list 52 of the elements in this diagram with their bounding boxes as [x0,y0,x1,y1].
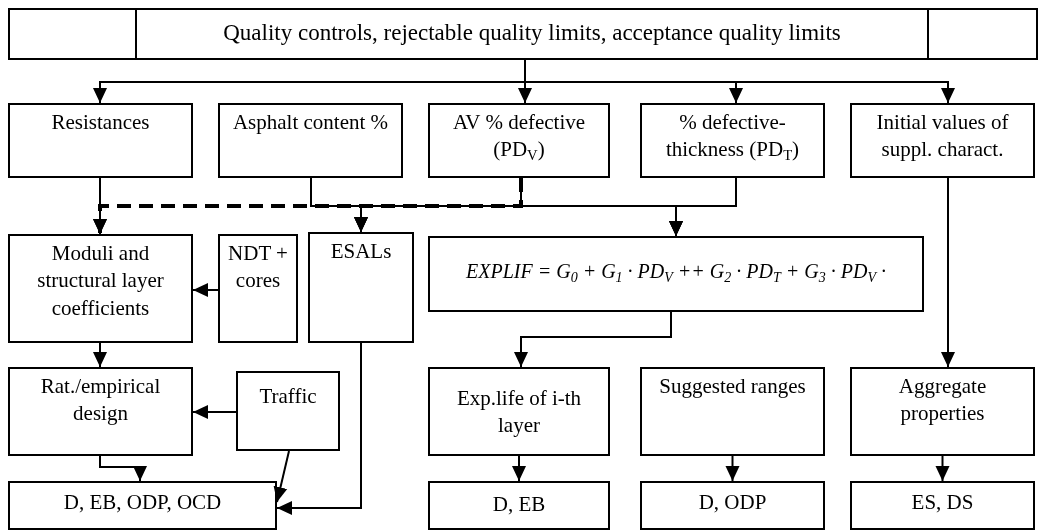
process-box [428,481,610,530]
arrow [192,405,237,419]
node-label: Asphalt content % [231,109,390,136]
arrow [192,283,219,297]
process-box [428,103,610,178]
process-box [8,234,193,343]
arrow [524,59,955,104]
arrow [512,455,526,482]
process-box [850,367,1035,456]
arrow [669,177,737,237]
process-box [8,367,193,456]
node-label: Initial values of suppl. charact. [875,109,1010,164]
process-box [308,232,414,343]
process-box [218,103,403,178]
arrow [273,450,290,503]
process-box [640,481,825,530]
node-label: EXPLIF = G$_{0}$ + G$_{1}$ · PD$_{V}$ ++ G$_{2}$ · PD$_{T}$ + G$_{3}$ · PD$_{V}$ · [465,259,887,287]
process-box [640,367,825,456]
node-label: D, EB, ODP, OCD [62,489,223,516]
node-label: % defective-thickness (PD$_{T}$) [664,109,801,165]
node-label: AV % defective (PD$_{V}$) [451,109,587,165]
arrow [93,342,107,368]
process-box [850,481,1035,530]
arrow [725,455,740,482]
node-label: Exp.life of i-th layer [455,385,583,440]
process-box [850,103,1035,178]
arrow [99,455,147,482]
dashed-arrow [93,178,523,234]
node-label: Suggested ranges [658,373,807,400]
process-box [218,234,298,343]
process-box [8,481,277,530]
node-label: D, EB [491,491,547,518]
node-label: Traffic [258,383,318,410]
node-label: D, ODP [697,489,768,516]
node-label: Rat./empirical design [39,373,162,428]
arrow [514,311,672,368]
arrow [276,342,362,515]
process-box [640,103,825,178]
process-box [236,371,340,451]
process-box [428,367,610,456]
node-label: NDT + cores [227,240,289,295]
node-label: Resistances [50,109,151,136]
node-label: Moduli and structural layer coefficients [36,240,165,322]
arrow [935,455,950,482]
node-label: ES, DS [910,489,975,516]
node-label: ESALs [329,238,393,265]
process-box [8,103,193,178]
node-label: Quality controls, rejectable quality limits, acceptance quality limits [222,19,842,47]
process-box [8,8,1038,60]
process-box [428,236,924,312]
arrow [941,177,955,368]
node-label: Aggregate properties [897,373,988,428]
